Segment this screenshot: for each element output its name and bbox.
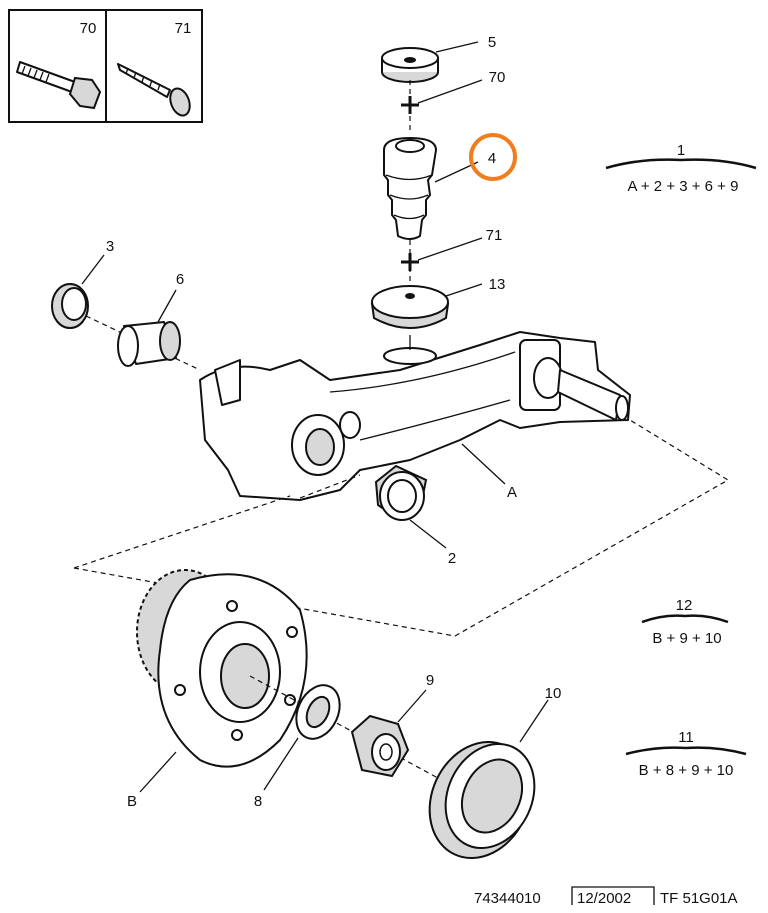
part-9-nut[interactable] [350, 714, 410, 778]
part-3-seal[interactable] [51, 283, 89, 329]
kit-11-formula: 11 B + 8 + 9 + 10 [625, 729, 747, 779]
kit-1-formula: 1 A + 2 + 3 + 6 + 9 [605, 142, 757, 195]
callout-6[interactable]: 6 [176, 271, 184, 288]
edition-date: 12/2002 [577, 890, 631, 907]
callout-4[interactable]: 4 [488, 150, 496, 167]
kit-number-1[interactable]: 1 [677, 142, 685, 159]
kit-12-contents: B + 9 + 10 [652, 630, 721, 647]
callout-8[interactable]: 8 [254, 793, 262, 810]
footer: 74344010 12/2002 TF 51G01A [474, 886, 738, 907]
callout-B[interactable]: B [127, 793, 137, 810]
callout-13[interactable]: 13 [489, 276, 506, 293]
screw-icon [117, 63, 191, 117]
fastener-inset: 70 71 [8, 9, 203, 123]
kit-number-11[interactable]: 11 [678, 729, 694, 746]
part-2-bush[interactable] [374, 464, 428, 522]
part-13-seat[interactable] [370, 285, 450, 329]
callout-5[interactable]: 5 [488, 34, 496, 51]
callout-inset-71[interactable]: 71 [175, 20, 192, 37]
callout-10[interactable]: 10 [545, 685, 562, 702]
callout-71[interactable]: 71 [486, 227, 503, 244]
brace-icon [625, 746, 747, 756]
kit-11-contents: B + 8 + 9 + 10 [639, 762, 734, 779]
callout-A[interactable]: A [507, 484, 517, 501]
kit-number-12[interactable]: 12 [676, 597, 693, 614]
callout-3[interactable]: 3 [106, 238, 114, 255]
highlight-circle [469, 133, 517, 181]
reference-number: 74344010 [474, 890, 541, 907]
callout-70[interactable]: 70 [489, 69, 506, 86]
brace-icon [641, 614, 729, 624]
part-10-cap[interactable] [411, 725, 551, 874]
part-5-cup[interactable] [381, 47, 439, 83]
callout-2[interactable]: 2 [448, 550, 456, 567]
part-B-hub[interactable] [136, 569, 308, 768]
bolt-icon [16, 61, 102, 110]
part-6-bush[interactable] [117, 321, 181, 367]
part-8-washer[interactable] [288, 678, 348, 746]
callout-9[interactable]: 9 [426, 672, 434, 689]
callout-inset-70[interactable]: 70 [80, 20, 97, 37]
part-A-trailing-arm[interactable] [199, 331, 631, 501]
kit-12-formula: 12 B + 9 + 10 [641, 597, 729, 647]
figure-code: TF 51G01A [660, 890, 738, 907]
part-4-bump-stop[interactable] [383, 137, 437, 240]
kit-1-contents: A + 2 + 3 + 6 + 9 [628, 178, 739, 195]
brace-icon [605, 158, 757, 170]
